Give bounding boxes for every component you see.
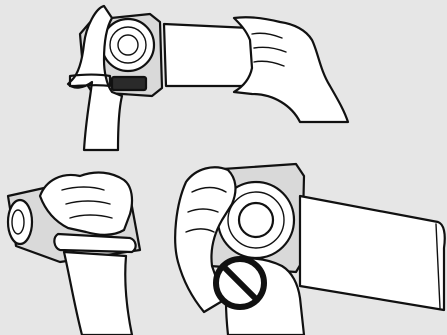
hand-strap-side xyxy=(54,234,135,252)
panel-correct-hold-side xyxy=(8,173,140,335)
lcd-panel-incorrect xyxy=(300,196,445,310)
panel-correct-hold-front xyxy=(68,6,348,150)
lcd-panel-top xyxy=(164,24,254,86)
no-entry-circle-icon xyxy=(216,259,264,307)
right-hand-top xyxy=(234,17,348,122)
speaker-grill xyxy=(112,77,146,90)
panel-incorrect-hold-lens-covered xyxy=(175,164,445,335)
